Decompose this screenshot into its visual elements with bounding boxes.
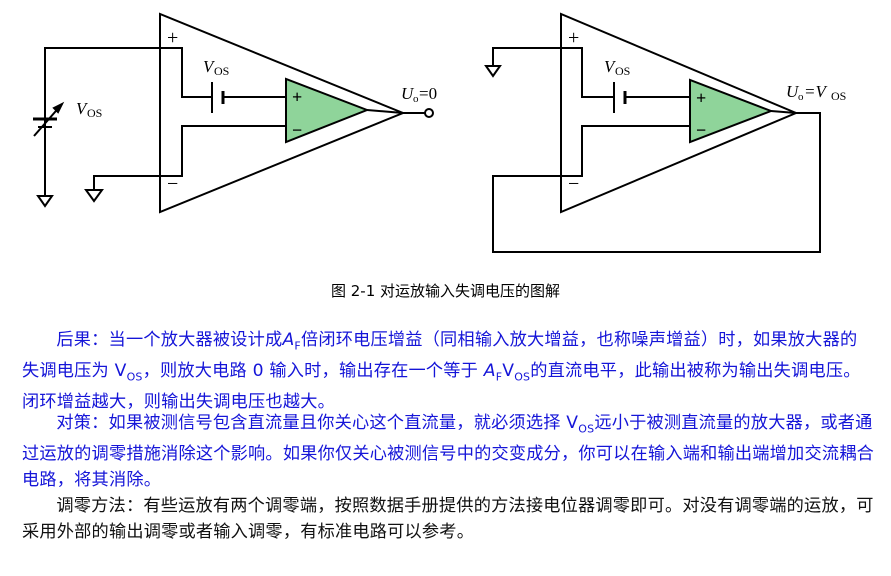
left-plus-wire	[44, 47, 212, 118]
left-ground-icon	[36, 195, 54, 208]
p1-vos-sub: OS	[126, 370, 143, 384]
left-inner-minus: −	[292, 120, 302, 140]
right-inner-plus: +	[696, 88, 706, 108]
p1-end: 的直流电平，此输出被称为输出失调电压。闭环增益越大，则输出失调电压也越大。	[22, 361, 861, 413]
right-inner-minus: −	[696, 120, 706, 140]
p1-v2-sub: OS	[514, 370, 531, 384]
left-output-terminal	[424, 108, 434, 118]
left-minus-sign: −	[167, 173, 178, 195]
left-inner-opamp	[285, 77, 370, 144]
left-vos-sub: OS	[214, 64, 229, 78]
right-plus-sign: +	[568, 27, 579, 49]
right-vos-label: V	[604, 57, 617, 76]
p1-middle: 倍闭环电压增益（同相输入放大增益，也称噪声增益）时，如果放大器的失调电压为 V	[22, 330, 858, 382]
right-output-eq: =V	[804, 82, 828, 101]
right-vos-sub: OS	[615, 64, 630, 78]
p1-af2: A	[483, 361, 496, 382]
left-output-value: =0	[419, 84, 437, 103]
p1-af2-sub: F	[495, 370, 503, 384]
right-minus-sign: −	[568, 173, 579, 195]
paragraph-zeroing-method: 调零方法：有些运放有两个调零端，按照数据手册提供的方法接电位器调零即可。对没有调…	[22, 496, 874, 542]
p2-vos-sub: OS	[578, 422, 595, 436]
left-plus-sign: +	[167, 27, 178, 49]
p1-v2: V	[502, 361, 515, 382]
left-source-sub: OS	[87, 106, 102, 120]
p2-after: 远小于被测直流量的放大器，或者通过运放的调零措施消除这个影响。如果你仅关心被测信…	[22, 413, 874, 491]
p1-af: A	[282, 330, 295, 350]
right-output-eq-sub: OS	[831, 89, 846, 103]
p1-af-sub: F	[294, 339, 301, 353]
p1-after: ，则放大电路 0 输入时，输出存在一个等于	[142, 361, 479, 382]
right-ground-icon	[484, 65, 502, 78]
p1-before: 后果：当一个放大器被设计成	[56, 330, 283, 350]
left-ground2-icon	[84, 189, 104, 203]
right-inner-opamp	[689, 78, 774, 144]
p2-before: 对策：如果被测信号包含直流量且你关心这个直流量，就必须选择 V	[56, 413, 579, 433]
right-outer-opamp	[560, 12, 799, 214]
left-source-label: V	[76, 99, 89, 118]
left-vos-label: V	[203, 57, 216, 76]
left-inner-plus: +	[292, 87, 302, 107]
paragraph-countermeasure: 对策：如果被测信号包含直流量且你关心这个直流量，就必须选择 VOS远小于被测直流…	[22, 411, 874, 494]
left-outer-opamp	[159, 12, 406, 214]
right-output-label: U	[786, 82, 800, 101]
right-output-sub: o	[798, 91, 804, 103]
left-output-sub: o	[413, 93, 419, 105]
figure-caption: 图 2-1 对运放输入失调电压的图解	[330, 282, 561, 300]
paragraph-consequence: 后果：当一个放大器被设计成AF倍闭环电压增益（同相输入放大增益，也称噪声增益）时…	[22, 328, 874, 416]
circuit-figure: + − + − V OS V OS U o =0 + − + − V OS U …	[33, 12, 846, 253]
left-output-label: U	[401, 84, 415, 103]
